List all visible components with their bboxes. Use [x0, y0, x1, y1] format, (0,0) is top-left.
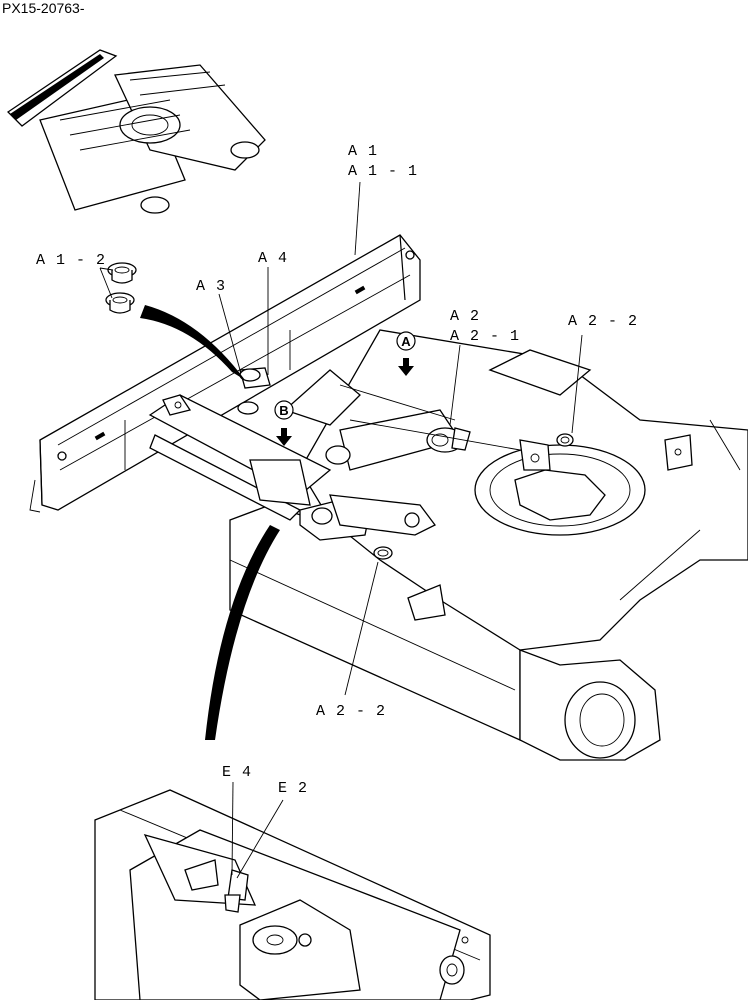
part-labels: A 1 A 1 - 1 A 1 - 2 A 3 A 4 A 2 A 2 - 1 …	[36, 143, 638, 797]
label-a2: A 2	[450, 308, 480, 325]
bushing-a2-2-lower	[373, 546, 393, 560]
view-marker-a: A	[396, 331, 416, 376]
label-a3: A 3	[196, 278, 226, 295]
overview-thumbnail	[6, 49, 266, 214]
view-marker-a-letter: A	[401, 334, 411, 349]
label-a4: A 4	[258, 250, 288, 267]
label-a2-2-bottom: A 2 - 2	[316, 703, 386, 720]
label-a1-1: A 1 - 1	[348, 163, 418, 180]
label-e4: E 4	[222, 764, 252, 781]
dozer-blade	[29, 234, 421, 513]
leader-lines	[99, 181, 583, 879]
label-a1: A 1	[348, 143, 378, 160]
bushing-a1-2-upper	[107, 262, 137, 284]
bushing-parts	[105, 262, 574, 560]
label-a2-1: A 2 - 1	[450, 328, 520, 345]
bottom-detail-view	[94, 789, 491, 1000]
blade-cylinder-assembly	[148, 367, 551, 541]
bushing-a2-2-right	[556, 433, 574, 447]
view-marker-b: B	[274, 400, 294, 446]
bushing-a1-2-lower	[105, 292, 135, 314]
label-e2: E 2	[278, 780, 308, 797]
label-a1-2: A 1 - 2	[36, 252, 106, 269]
label-a2-2-top: A 2 - 2	[568, 313, 638, 330]
document-id: PX15-20763-	[2, 0, 85, 16]
view-marker-b-letter: B	[279, 403, 288, 418]
detail-arrow-upper	[140, 305, 245, 380]
detail-arrow-lower	[205, 525, 280, 740]
track-frame	[229, 329, 748, 761]
